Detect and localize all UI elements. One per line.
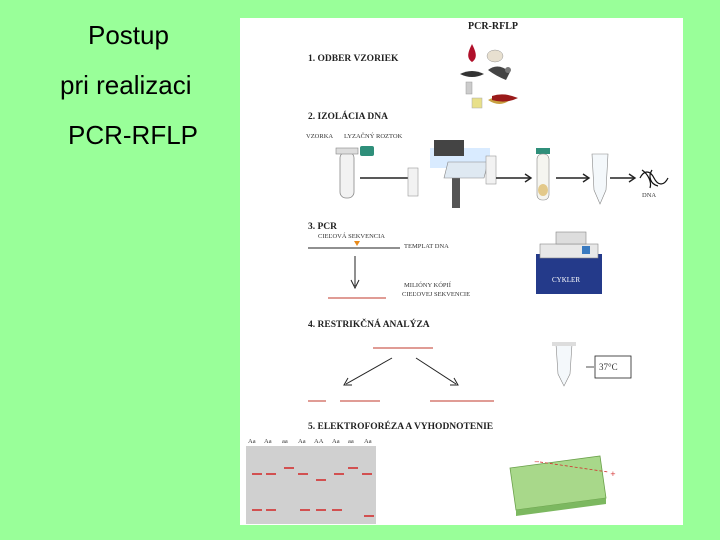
restriction-diagram — [308, 342, 632, 402]
diagram-graphics: − + — [246, 44, 669, 524]
svg-text:−: − — [534, 458, 540, 466]
label-cielovej-sekvencie: CIEĽOVEJ SEKVENCIE — [402, 291, 471, 298]
label-cykler: CYKLER — [552, 276, 580, 284]
gel-lane-label: Aa — [364, 438, 372, 445]
gel-lane-label: Aa — [248, 438, 256, 445]
label-miliony-kopii: MILIÓNY KÓPIÍ — [404, 282, 451, 289]
label-templat-dna: TEMPLAT DNA — [404, 243, 449, 250]
gel-lane-label: Aa — [298, 438, 306, 445]
title-line-3: PCR-RFLP — [68, 120, 199, 150]
label-cielova-sekvencia: CIEĽOVÁ SEKVENCIA — [318, 233, 385, 240]
step-4-label: 4. RESTRIKČNÁ ANALÝZA — [308, 320, 430, 330]
svg-text:+: + — [610, 470, 616, 478]
step-3-label: 3. PCR — [308, 222, 338, 232]
isolation-equipment — [335, 140, 669, 208]
sample-icons — [460, 44, 518, 109]
gel-lane-label: Aa — [264, 438, 272, 445]
pcr-rflp-diagram: − + PCR-RFLP 1. ODBER VZORIEK 2. IZOLÁCI… — [240, 18, 683, 525]
step-2-label: 2. IZOLÁCIA DNA — [308, 112, 388, 122]
diagram-title: PCR-RFLP — [468, 21, 518, 32]
gel-lane-label: aa — [348, 438, 354, 445]
electrophoresis-gel: − + — [246, 446, 616, 524]
gel-lane-label: Aa — [332, 438, 340, 445]
label-dna: DNA — [642, 192, 657, 199]
gel-lane-label: aa — [282, 438, 288, 445]
label-lyzacny-roztok: LYZAČNÝ ROZTOK — [344, 133, 403, 140]
label-temperature: 37°C — [599, 362, 618, 372]
step-5-label: 5. ELEKTROFORÉZA A VYHODNOTENIE — [308, 422, 494, 432]
gel-lane-label: AA — [314, 438, 324, 445]
step-1-label: 1. ODBER VZORIEK — [308, 54, 399, 64]
title-line-2: pri realizaci — [60, 70, 192, 100]
title-line-1: Postup — [88, 20, 169, 50]
pcr-diagram — [308, 231, 602, 299]
label-vzorka: VZORKA — [306, 133, 334, 140]
